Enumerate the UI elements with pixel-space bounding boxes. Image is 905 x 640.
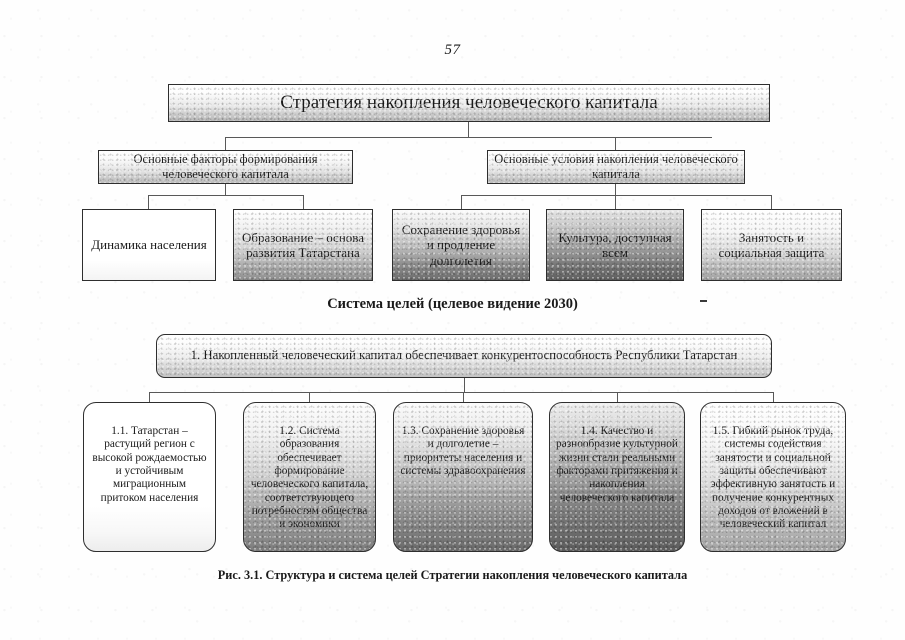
level3-demography-text: Динамика населения	[91, 237, 207, 253]
connector-level2-right-drop	[615, 137, 617, 150]
connector-factors-bus	[148, 195, 303, 197]
goal-root-text: 1. Накопленный человеческий капитал обес…	[190, 348, 738, 363]
page-number: 57	[444, 42, 461, 58]
goal-card-1-5: 1.5. Гибкий рынок труда, системы содейст…	[700, 402, 846, 552]
level3-box-employment: Занятость и социальная защита	[701, 209, 842, 281]
level2-box-conditions: Основные условия накопления человеческог…	[487, 150, 745, 184]
goals-section-heading: Система целей (целевое видение 2030)	[327, 296, 578, 312]
connector-to-goal-5	[773, 392, 775, 402]
goal-card-1-4: 1.4. Качество и разнообразие культурной …	[549, 402, 685, 552]
goal-1-3-text: 1.3. Сохранение здоровья и долголетие – …	[400, 425, 526, 477]
level3-box-education: Образование – основа развития Татарстана	[233, 209, 373, 281]
connector-title-stem	[468, 122, 470, 138]
level2-factors-text: Основные факторы формирования человеческ…	[133, 152, 318, 181]
connector-to-culture	[615, 195, 617, 209]
connector-to-goal-4	[617, 392, 619, 402]
connector-goals-bus	[149, 392, 774, 394]
goal-1-1-text: 1.1. Татарстан – растущий регион с высок…	[92, 425, 207, 504]
connector-conditions-stem	[615, 184, 617, 195]
level2-box-factors: Основные факторы формирования человеческ…	[98, 150, 353, 184]
connector-to-employment	[771, 195, 773, 209]
level3-box-culture: Культура, доступная всем	[546, 209, 684, 281]
heading-dash-mark	[700, 300, 707, 302]
connector-to-health	[461, 195, 463, 209]
figure-caption: Рис. 3.1. Структура и система целей Стра…	[217, 568, 688, 582]
connector-goal-root-stem	[464, 378, 466, 393]
connector-to-goal-2	[309, 392, 311, 402]
connector-level2-left-drop	[225, 137, 227, 150]
level3-box-demography: Динамика населения	[82, 209, 216, 281]
goal-1-2-text: 1.2. Система образования обеспечивает фо…	[250, 425, 369, 531]
goal-root-box: 1. Накопленный человеческий капитал обес…	[156, 334, 772, 378]
goal-card-1-3: 1.3. Сохранение здоровья и долголетие – …	[393, 402, 533, 552]
level3-education-text: Образование – основа развития Татарстана	[241, 229, 365, 260]
connector-to-demography	[148, 195, 150, 209]
connector-to-goal-1	[149, 392, 151, 402]
connector-factors-stem	[225, 184, 227, 195]
goal-card-1-1: 1.1. Татарстан – растущий регион с высок…	[83, 402, 216, 552]
connector-level2-bus	[225, 137, 712, 139]
level3-health-text: Сохранение здоровья и продление долголет…	[401, 222, 521, 268]
strategy-title-box: Стратегия накопления человеческого капит…	[168, 84, 770, 122]
level2-conditions-text: Основные условия накопления человеческог…	[494, 152, 738, 181]
level3-employment-text: Занятость и социальная защита	[718, 229, 825, 260]
level3-box-health: Сохранение здоровья и продление долголет…	[392, 209, 530, 281]
connector-to-education	[303, 195, 305, 209]
strategy-title-text: Стратегия накопления человеческого капит…	[280, 91, 658, 113]
goal-1-4-text: 1.4. Качество и разнообразие культурной …	[556, 425, 678, 504]
goal-card-1-2: 1.2. Система образования обеспечивает фо…	[243, 402, 376, 552]
level3-culture-text: Культура, доступная всем	[558, 229, 672, 260]
goal-1-5-text: 1.5. Гибкий рынок труда, системы содейст…	[710, 425, 836, 531]
connector-to-goal-3	[463, 392, 465, 402]
